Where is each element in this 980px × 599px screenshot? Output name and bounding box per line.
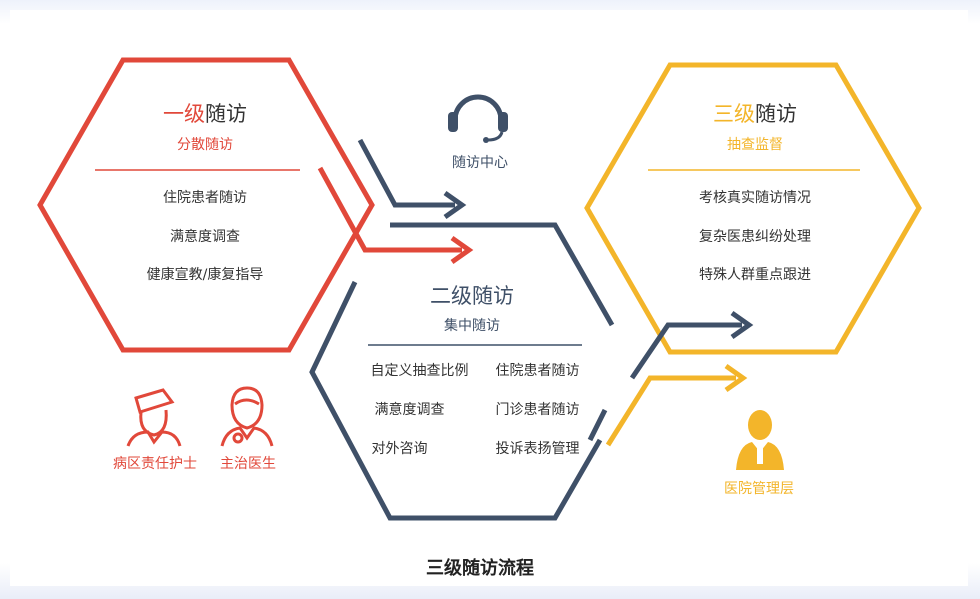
doctor-label: 主治医生	[220, 456, 276, 472]
level3-item-3: 特殊人群重点跟进	[699, 267, 811, 283]
manager-label: 医院管理层	[724, 481, 794, 497]
frame	[10, 10, 968, 586]
level2-hexagon	[309, 222, 615, 521]
level1-title-rest: 随访	[205, 102, 247, 126]
arrow-headset-to-level2	[357, 138, 467, 220]
level2-subtitle: 集中随访	[444, 318, 500, 334]
level2-item-left-1: 自定义抽查比例	[370, 363, 469, 379]
level1-title-highlight: 一级	[163, 102, 205, 126]
nurse-icon	[126, 388, 182, 447]
level3-title-rest: 随访	[755, 102, 797, 126]
level3-hexagon	[584, 62, 922, 355]
level1-item-1: 住院患者随访	[163, 190, 247, 206]
arrow-level1-to-level2	[317, 166, 474, 265]
level2-title: 二级随访	[430, 284, 514, 308]
level3-item-2: 复杂医患纠纷处理	[699, 229, 811, 245]
arrow-level2-to-level3	[629, 310, 754, 380]
level2-item-left-3: 对外咨询	[371, 441, 428, 457]
level3-title-highlight: 三级	[713, 102, 755, 126]
diagram-caption: 三级随访流程	[426, 558, 534, 579]
arrow-manager-to-level3	[605, 363, 748, 447]
level2-item-right-3: 投诉表扬管理	[495, 441, 580, 457]
level3-subtitle: 抽查监督	[727, 137, 783, 153]
level3-item-1: 考核真实随访情况	[699, 190, 811, 206]
level2-item-right-2: 门诊患者随访	[495, 402, 580, 418]
headset-icon	[448, 94, 508, 143]
nurse-label: 病区责任护士	[113, 456, 197, 472]
level2-item-right-1: 住院患者随访	[495, 363, 580, 379]
level1-item-2: 满意度调查	[170, 229, 240, 245]
level3-title: 三级随访	[675, 98, 835, 128]
level1-item-3: 健康宣教/康复指导	[146, 267, 264, 283]
level1-title: 一级随访	[125, 98, 285, 128]
manager-icon	[736, 410, 784, 470]
doctor-icon	[220, 386, 274, 447]
level2-item-left-2: 满意度调查	[374, 402, 445, 418]
headset-label: 随访中心	[452, 155, 508, 171]
level1-subtitle: 分散随访	[177, 137, 233, 153]
level1-hexagon	[37, 57, 375, 353]
